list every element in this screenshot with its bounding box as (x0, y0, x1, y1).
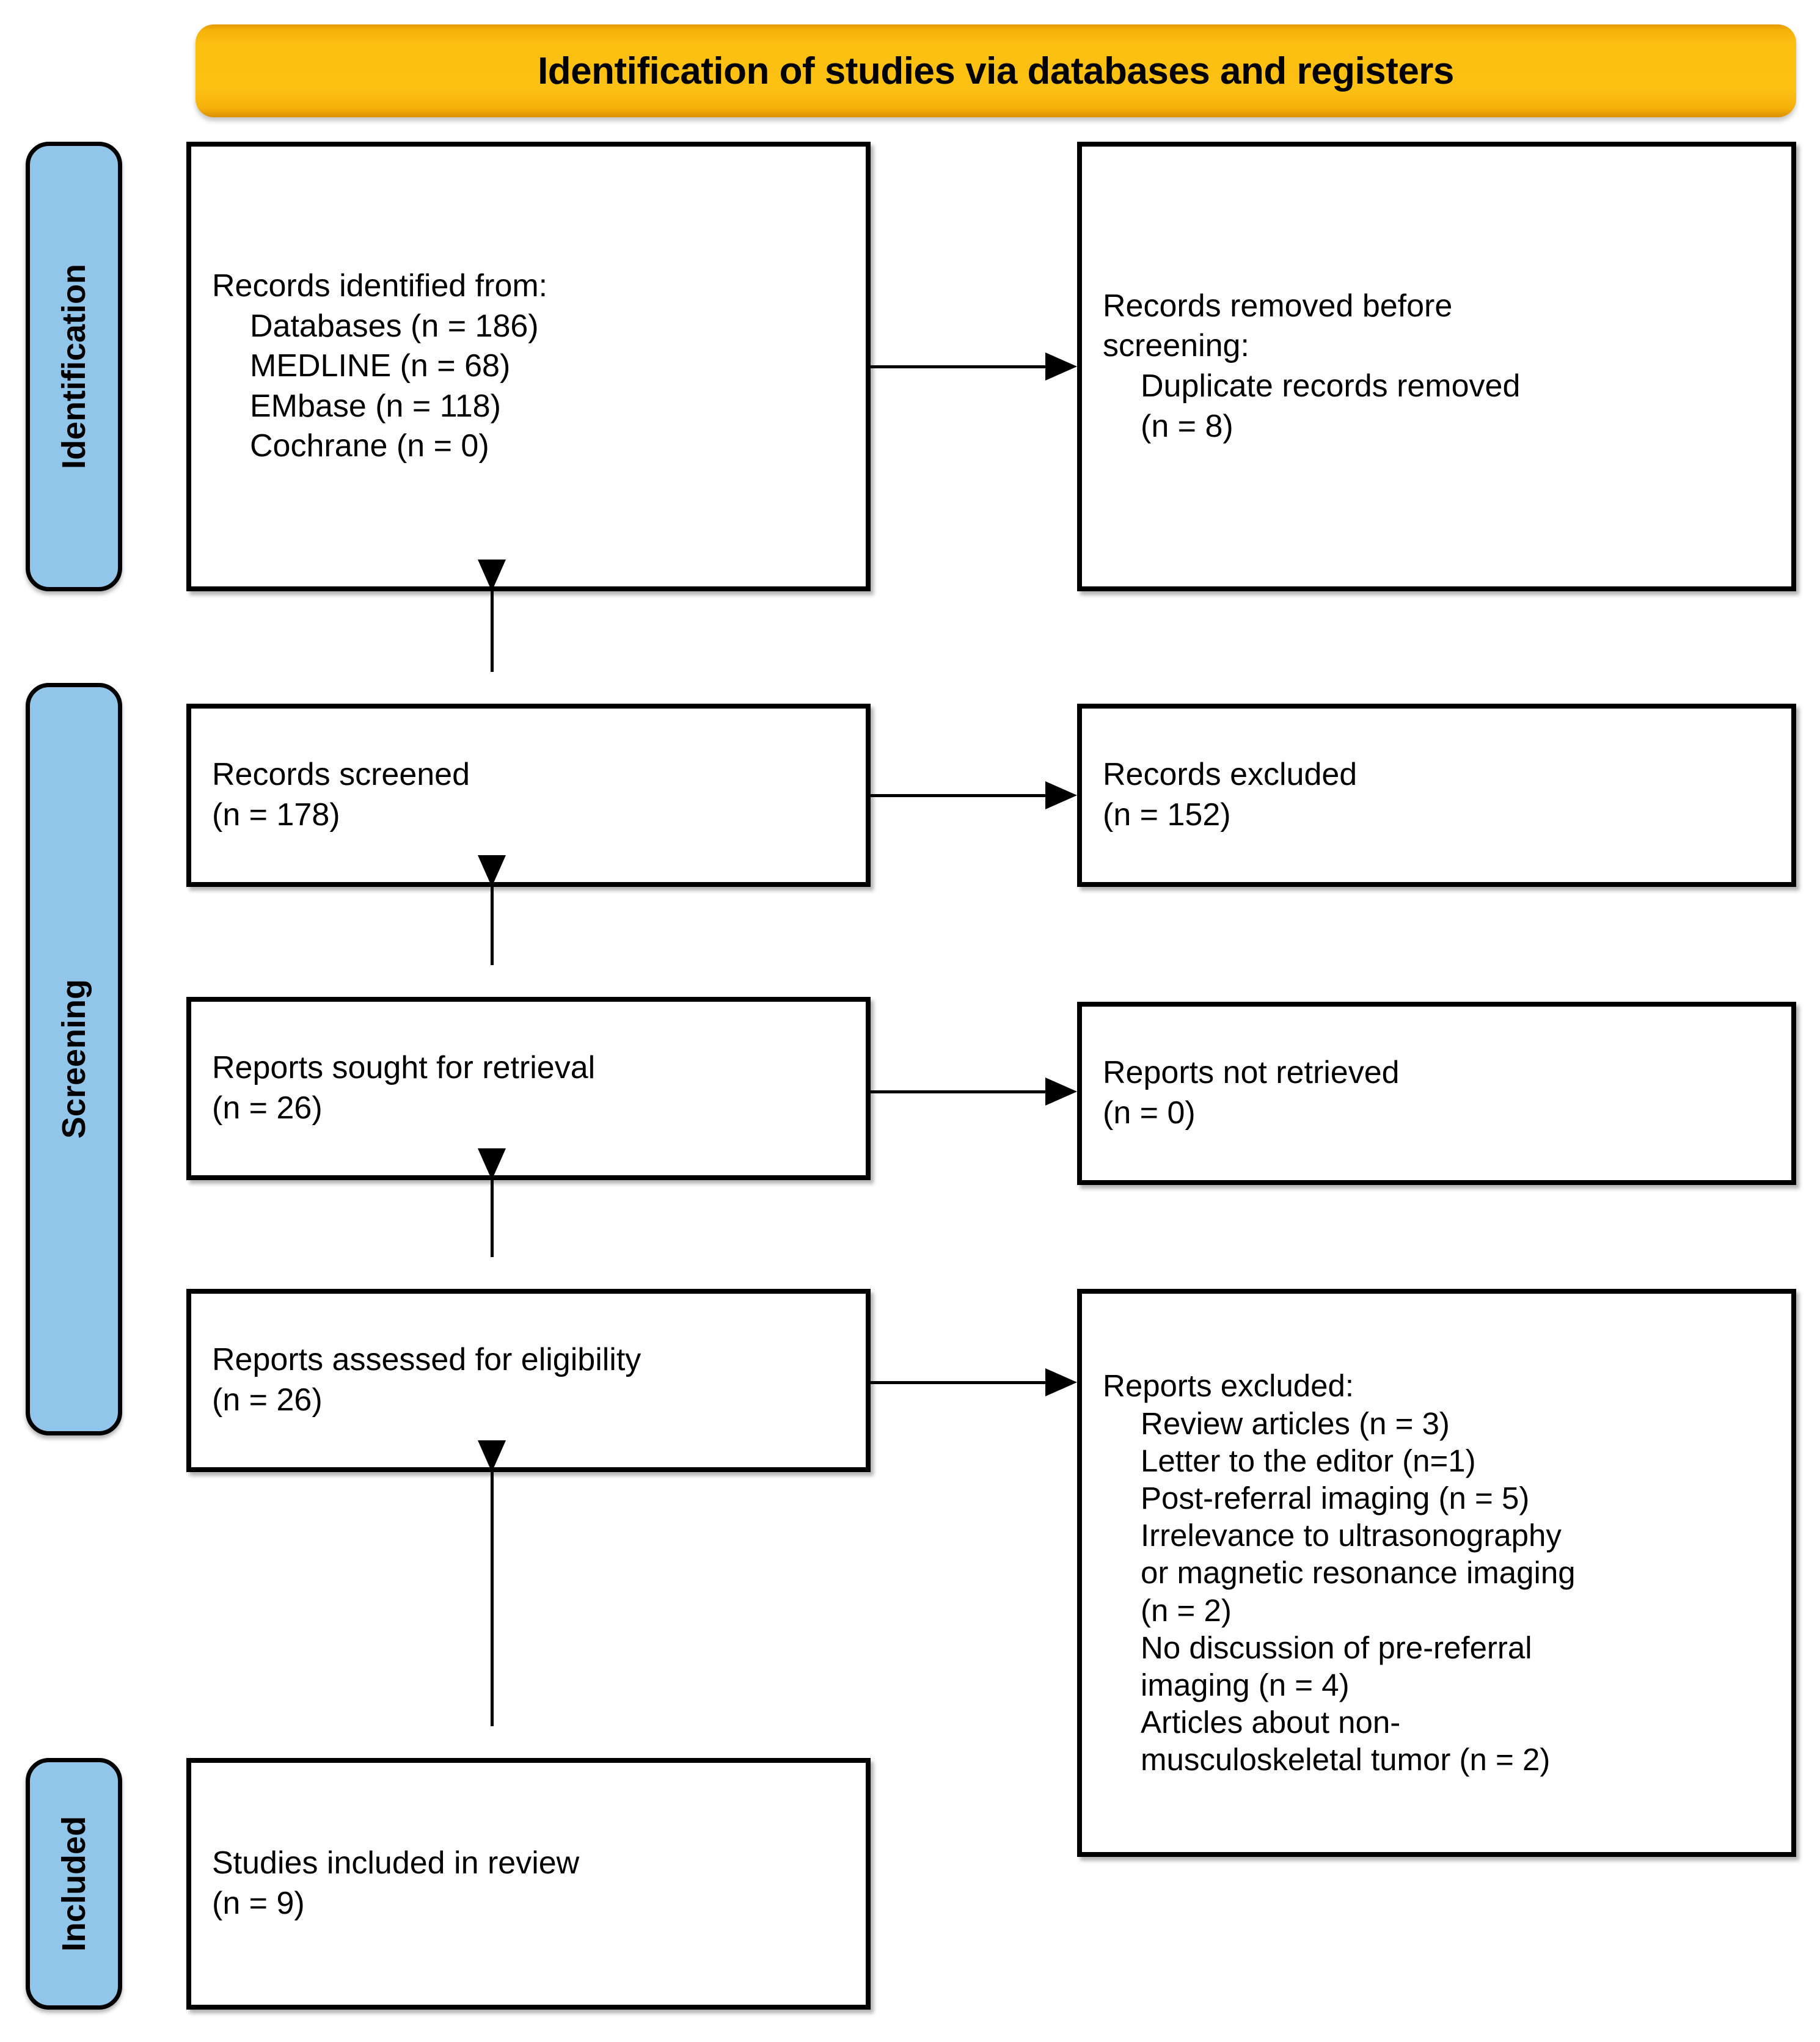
reports-excluded-heading: Reports excluded: (1103, 1368, 1354, 1404)
reports-sought-count: (n = 26) (212, 1090, 323, 1126)
box-reports-sought-for-retrieval: Reports sought for retrieval (n = 26) (186, 997, 871, 1180)
banner-identification-via-databases: Identification of studies via databases … (196, 24, 1796, 117)
box-records-screened: Records screened (n = 178) (186, 704, 871, 887)
arrow-head-right-icon (1045, 1368, 1077, 1396)
arrow-head-right-icon (1045, 352, 1077, 381)
reports-assessed-label: Reports assessed for eligibility (212, 1342, 641, 1378)
duplicate-records-removed-count: (n = 8) (1141, 408, 1233, 444)
arrow-shaft (871, 365, 1048, 368)
records-excluded-label: Records excluded (1103, 757, 1358, 793)
banner-title: Identification of studies via databases … (538, 49, 1454, 92)
arrow-shaft (871, 1381, 1048, 1384)
arrow-shaft (491, 591, 494, 672)
arrow-right-screened-to-excluded (871, 781, 1077, 809)
records-identified-databases: Databases (n = 186) (250, 308, 539, 344)
arrow-shaft (871, 794, 1048, 797)
reports-sought-label: Reports sought for retrieval (212, 1050, 596, 1086)
box-reports-excluded-reasons: Reports excluded: Review articles (n = 3… (1077, 1289, 1796, 1857)
arrow-right-sought-to-not-retrieved (871, 1078, 1077, 1106)
arrow-head-right-icon (1045, 781, 1077, 809)
records-identified-heading: Records identified from: (212, 268, 548, 304)
reports-not-retrieved-label: Reports not retrieved (1103, 1055, 1400, 1091)
box-records-removed-before-screening: Records removed before screening: Duplic… (1077, 142, 1796, 591)
stage-label-screening-text: Screening (56, 979, 92, 1139)
arrow-shaft (491, 887, 494, 965)
records-identified-cochrane: Cochrane (n = 0) (250, 428, 489, 464)
stage-label-included: Included (26, 1758, 122, 2010)
studies-included-count: (n = 9) (212, 1886, 305, 1921)
reports-excluded-reason: Post-referral imaging (n = 5) (1141, 1481, 1530, 1516)
records-excluded-count: (n = 152) (1103, 797, 1231, 833)
reports-not-retrieved-count: (n = 0) (1103, 1095, 1196, 1131)
reports-excluded-reason: No discussion of pre-referral (1141, 1630, 1532, 1665)
box-records-identified: Records identified from: Databases (n = … (186, 142, 871, 591)
arrow-head-down-icon (478, 855, 506, 887)
arrow-shaft (871, 1090, 1048, 1093)
reports-excluded-reason: or magnetic resonance imaging (1141, 1555, 1576, 1591)
records-screened-label: Records screened (212, 757, 470, 793)
records-removed-line1-italic: before (1362, 288, 1453, 324)
arrow-head-down-icon (478, 560, 506, 591)
arrow-right-assessed-to-reports-excluded (871, 1368, 1077, 1396)
studies-included-label: Studies included in review (212, 1845, 580, 1881)
box-reports-assessed-for-eligibility: Reports assessed for eligibility (n = 26… (186, 1289, 871, 1472)
records-removed-line2-plain: : (1240, 328, 1249, 364)
arrow-shaft (491, 1180, 494, 1257)
reports-excluded-reason: Irrelevance to ultrasonography (1141, 1518, 1562, 1553)
arrow-right-identified-to-removed (871, 352, 1077, 381)
records-removed-line1: Records removed before (1103, 286, 1771, 327)
stage-label-identification-text: Identification (56, 264, 92, 469)
box-studies-included-in-review: Studies included in review (n = 9) (186, 1758, 871, 2010)
reports-excluded-reason: (n = 2) (1141, 1592, 1232, 1628)
records-removed-line1-plain: Records removed (1103, 288, 1362, 324)
stage-label-included-text: Included (56, 1815, 92, 1952)
records-identified-embase: EMbase (n = 118) (250, 388, 501, 424)
arrow-head-right-icon (1045, 1078, 1077, 1106)
reports-excluded-reason: Review articles (n = 3) (1141, 1406, 1450, 1441)
arrow-head-down-icon (478, 1148, 506, 1180)
stage-label-screening: Screening (26, 683, 122, 1435)
reports-excluded-reason: musculoskeletal tumor (n = 2) (1141, 1742, 1551, 1778)
arrow-head-down-icon (478, 1440, 506, 1472)
records-removed-line2: screening: (1103, 326, 1771, 366)
arrow-shaft (491, 1472, 494, 1726)
reports-assessed-count: (n = 26) (212, 1382, 323, 1418)
box-records-excluded: Records excluded (n = 152) (1077, 704, 1796, 887)
reports-excluded-reason: Articles about non- (1141, 1705, 1401, 1740)
records-removed-line2-italic: screening (1103, 328, 1241, 364)
records-screened-count: (n = 178) (212, 797, 340, 833)
duplicate-records-removed-label: Duplicate records removed (1141, 368, 1521, 404)
stage-label-identification: Identification (26, 142, 122, 591)
reports-excluded-reason: imaging (n = 4) (1141, 1667, 1350, 1702)
box-reports-not-retrieved: Reports not retrieved (n = 0) (1077, 1002, 1796, 1185)
reports-excluded-reason: Letter to the editor (n=1) (1141, 1443, 1476, 1478)
records-identified-medline: MEDLINE (n = 68) (250, 348, 511, 384)
